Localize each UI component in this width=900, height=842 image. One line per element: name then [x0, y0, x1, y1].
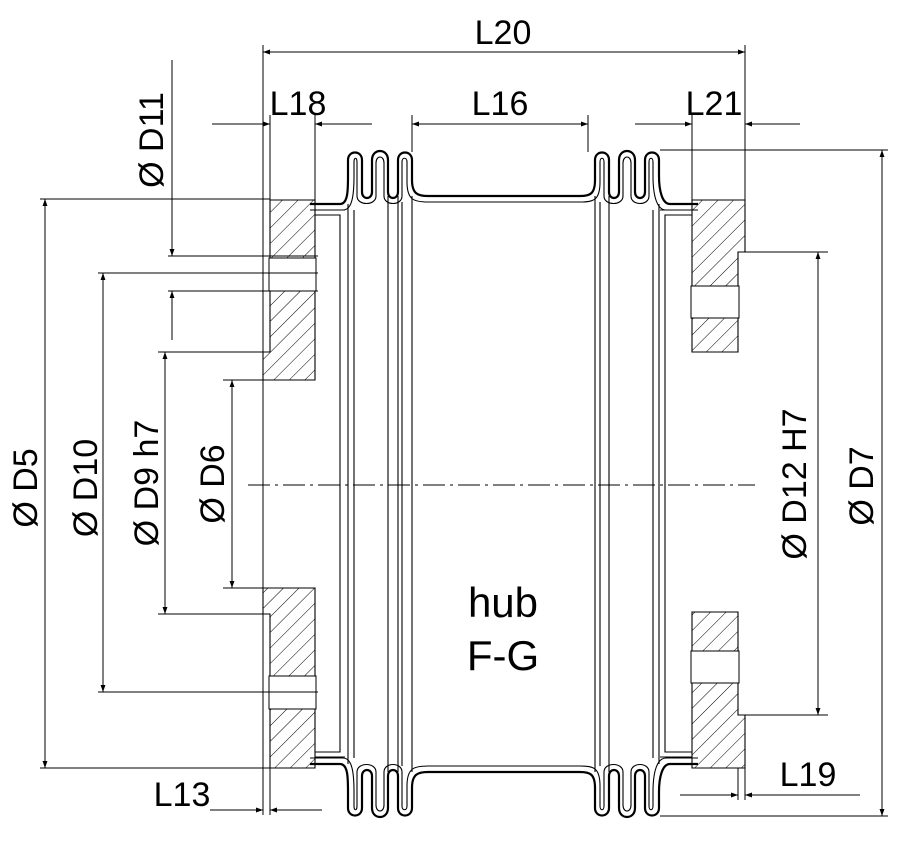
extension-lines: [40, 45, 888, 817]
right-bolt-hole-bottom: [690, 650, 740, 684]
right-flange-bottom-section: [691, 611, 746, 769]
hub-label-line1: hub: [468, 579, 538, 626]
label-L18: L18: [270, 85, 327, 123]
label-L13: L13: [154, 776, 211, 814]
label-D9: Ø D9 h7: [128, 420, 166, 547]
label-D12: Ø D12 H7: [776, 408, 814, 559]
label-D7: Ø D7: [843, 446, 881, 525]
label-L16: L16: [472, 85, 529, 123]
right-flange-top-section: [691, 199, 746, 353]
right-flange: [660, 199, 746, 769]
right-bolt-hole-top: [690, 285, 740, 319]
label-L21: L21: [686, 85, 743, 123]
left-flange: [262, 199, 345, 769]
label-L19: L19: [780, 756, 837, 794]
label-D11: Ø D11: [133, 92, 171, 188]
label-D5: Ø D5: [7, 448, 45, 527]
bellows: [310, 149, 698, 819]
left-bolt-hole-top: [268, 257, 317, 292]
hub-label-line2: F-G: [467, 632, 539, 679]
label-D10: Ø D10: [67, 439, 105, 537]
label-D6: Ø D6: [194, 444, 232, 523]
label-L20: L20: [475, 14, 532, 52]
dimension-lines: [42, 49, 885, 816]
